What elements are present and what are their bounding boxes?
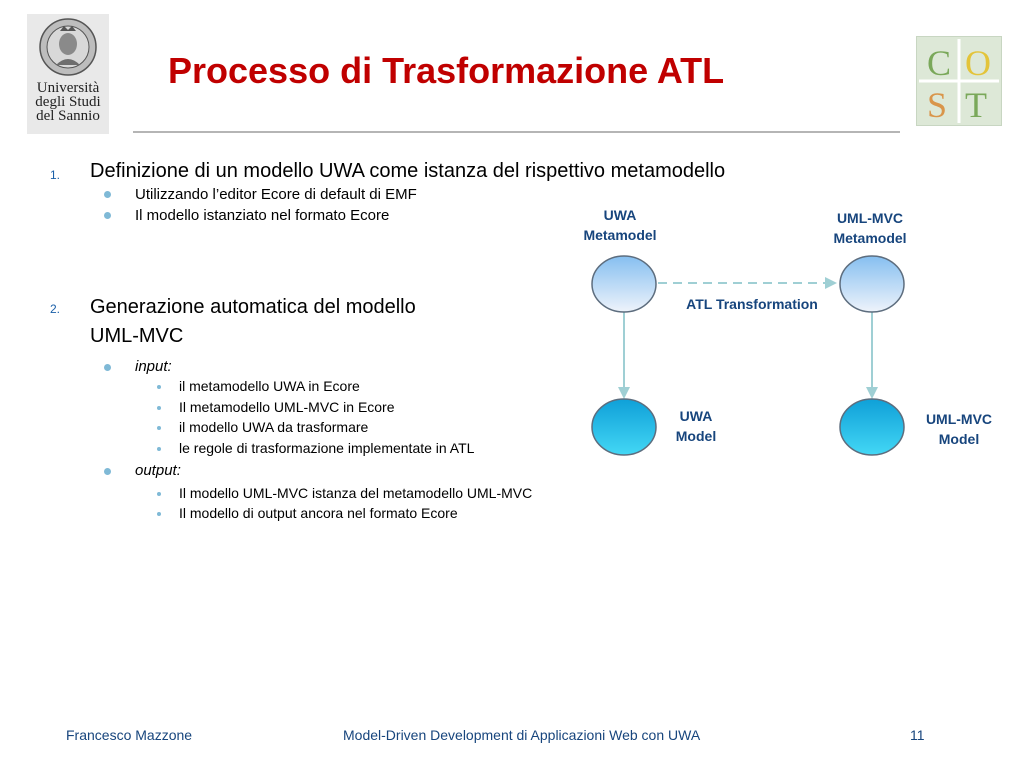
umlmvc-model-label: UML-MVC Model [912,409,1006,449]
sub-bullet-dot [157,512,161,516]
university-name-line: degli Studi [35,94,101,110]
list-item: Il modello istanziato nel formato Ecore [135,207,390,224]
footer-page-number: 11 [910,727,925,743]
footer-author: Francesco Mazzone [66,727,193,743]
sub-bullet-dot [157,492,161,496]
umlmvc-model-node [839,398,905,456]
umlmvc-model-label-line: UML-MVC [925,411,993,427]
uwa-metamodel-label-line: Metamodel [583,227,657,243]
list-item: le regole di trasformazione implementate… [179,440,475,456]
bullet-dot [104,191,111,198]
item-generation-text: Generazione automatica del modello [90,296,416,318]
uwa-model-label-line: Model [675,428,717,444]
umlmvc-metamodel-label-line: UML-MVC [836,210,904,226]
university-name-line: Università [36,80,100,96]
university-name-line: del Sannio [36,108,100,124]
item-number: 1. [50,168,61,182]
cost-logo-letter: O [965,43,991,83]
sub-bullet-dot [157,385,161,389]
cost-logo-letter: C [927,43,951,83]
uwa-metamodel-node [591,255,657,313]
bullet-dot [104,364,111,371]
uwa-metamodel-label-line: UWA [603,207,637,223]
uwa-model-label: UWA Model [662,406,730,446]
title-divider [133,131,900,133]
cost-logo-letter: T [965,85,987,125]
uwa-model-node [591,398,657,456]
list-item: Il modello di output ancora nel formato … [179,505,458,521]
umlmvc-metamodel-label: UML-MVC Metamodel [810,208,930,248]
bullet-dot [104,468,111,475]
list-item: Il metamodello UML-MVC in Ecore [179,399,395,415]
input-label: input: [135,358,172,375]
bullet-dot [104,212,111,219]
item-generation-text: UML-MVC [90,325,184,347]
sub-bullet-dot [157,406,161,410]
list-item: il metamodello UWA in Ecore [179,378,360,394]
cost-logo-letter: S [927,85,947,125]
umlmvc-metamodel-label-line: Metamodel [833,230,907,246]
list-item: il modello UWA da trasformare [179,419,369,435]
list-item: Il modello UML-MVC istanza del metamodel… [179,485,533,501]
slide-title: Processo di Trasformazione ATL [168,50,725,91]
uwa-metamodel-label: UWA Metamodel [565,205,675,245]
umlmvc-metamodel-node [839,255,905,313]
uwa-model-label-line: UWA [679,408,713,424]
university-logo: Università degli Studi del Sannio [27,14,109,134]
sub-bullet-dot [157,426,161,430]
atl-transformation-label: ATL Transformation [686,296,818,312]
footer-course: Model-Driven Development di Applicazioni… [343,727,701,743]
item-number: 2. [50,302,61,316]
item-definition-text: Definizione di un modello UWA come istan… [90,160,726,182]
umlmvc-model-label-line: Model [938,431,980,447]
university-seal-icon [39,18,97,76]
cost-logo-icon: C O S T [916,36,1002,126]
university-name: Università degli Studi del Sannio [35,80,101,124]
list-item: Utilizzando l’editor Ecore di default di… [135,186,417,203]
output-label: output: [135,462,181,479]
sub-bullet-dot [157,447,161,451]
